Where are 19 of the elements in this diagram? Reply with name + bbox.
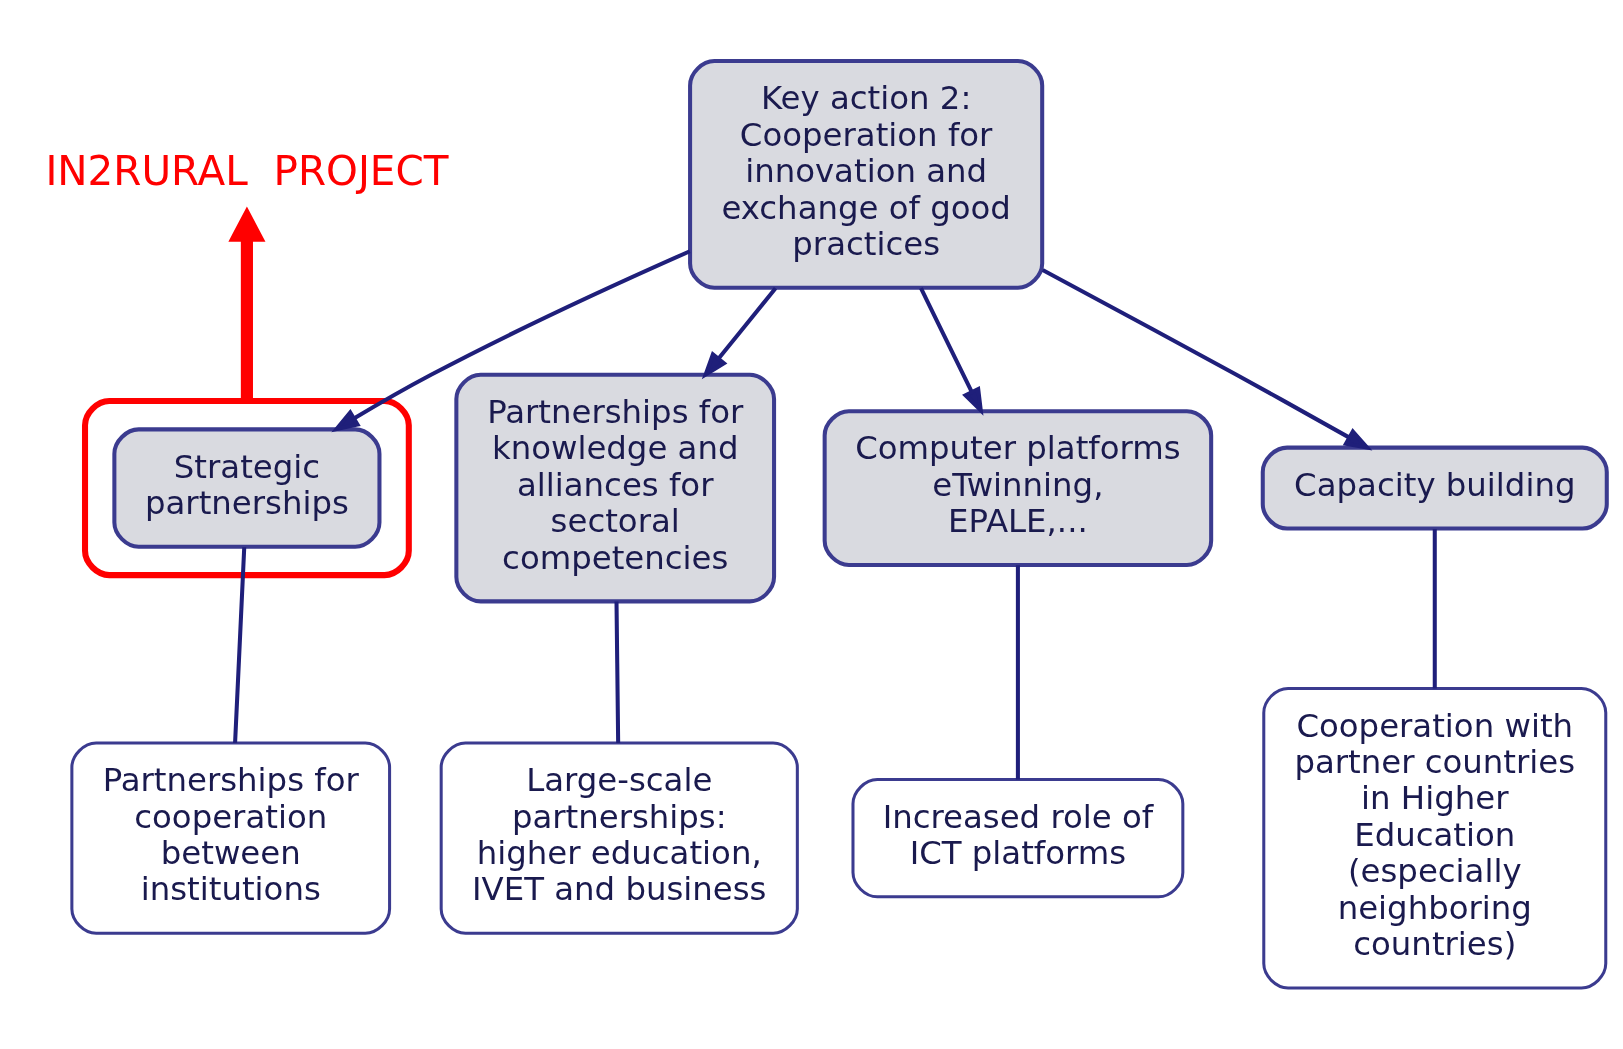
node-box: Capacity building: [1260, 445, 1609, 531]
connector: [1015, 565, 1020, 780]
node-box: Large-scale partnerships: higher education, IVET and business: [439, 741, 799, 935]
arrow: [701, 286, 778, 380]
node-box: Partnerships for knowledge and alliances for sectoral competencies: [454, 372, 777, 604]
node-box: Computer platforms eTwinning, EPALE,...: [822, 409, 1214, 567]
arrow: [331, 249, 691, 433]
arrow: [1041, 268, 1373, 451]
cluster: [82, 398, 412, 579]
node-box: Increased role of ICT platforms: [851, 777, 1185, 899]
connector: [614, 601, 621, 743]
connector: [233, 547, 247, 744]
node-box: Key action 2: Cooperation for innovation and exchange of good practices: [688, 59, 1045, 290]
node-box: Partnerships for cooperation between institutions: [70, 741, 392, 935]
arrow: [919, 287, 984, 416]
node-box: Cooperation with partner countries in Higher Education (especially neighboring countries): [1262, 686, 1608, 990]
connector: [1432, 529, 1437, 689]
node-box: Strategic partnerships: [112, 427, 382, 549]
node-text: IN2RURAL PROJECT: [45, 146, 449, 195]
